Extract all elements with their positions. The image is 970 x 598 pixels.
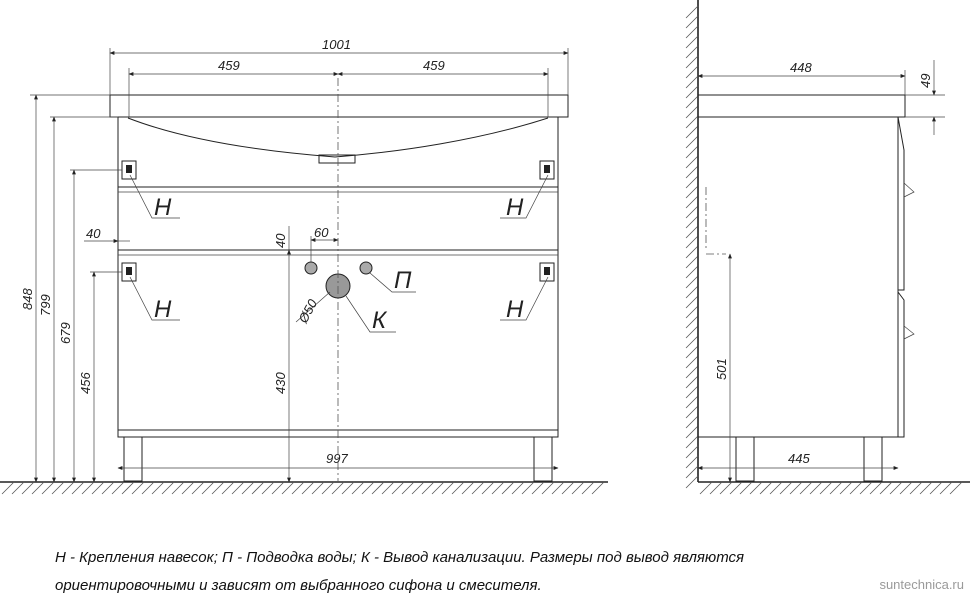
hanger-bracket-top-left — [121, 160, 137, 180]
dim-height-456: 456 — [78, 372, 93, 394]
side-leg-front — [735, 436, 755, 482]
water-pipe-right — [359, 261, 373, 275]
dim-height-430: 430 — [273, 372, 288, 394]
dim-depth: 448 — [790, 60, 812, 75]
label-drain: К — [372, 307, 388, 334]
dim-height-848: 848 — [20, 288, 35, 310]
overflow-drain — [318, 154, 356, 164]
front-countertop — [109, 94, 569, 118]
wall — [685, 0, 699, 489]
watermark: suntechnica.ru — [879, 577, 964, 592]
dim-total-width: 1001 — [322, 37, 351, 52]
side-leg-back — [863, 436, 883, 482]
dim-base-width: 997 — [326, 451, 348, 466]
dim-pipe-spacing: 60 — [314, 225, 329, 240]
floor-front — [0, 481, 608, 495]
side-countertop — [697, 94, 906, 118]
hanger-bracket-top-right — [539, 160, 555, 180]
dim-spacing-40-left: 40 — [86, 226, 101, 241]
dim-height-799: 799 — [38, 294, 53, 316]
dim-spacing-40-mid: 40 — [273, 233, 288, 248]
front-view: Н Н Н Н П К Ø50 1001 459 459 — [20, 37, 569, 483]
dim-height-501: 501 — [714, 358, 729, 380]
floor-side — [698, 481, 970, 495]
basin-bowl — [127, 117, 549, 158]
dim-height-679: 679 — [58, 322, 73, 344]
legend-line-1: Н - Крепления навесок; П - Подводка воды… — [55, 549, 745, 566]
dim-right-half: 459 — [423, 58, 445, 73]
label-hanger-1: Н — [154, 194, 172, 221]
leg-left — [123, 436, 143, 482]
water-pipe-left — [304, 261, 318, 275]
dim-drain-diameter: Ø50 — [295, 296, 321, 326]
label-hanger-3: Н — [154, 296, 172, 323]
label-hanger-4: Н — [506, 296, 524, 323]
dim-left-half: 459 — [218, 58, 240, 73]
label-hanger-2: Н — [506, 194, 524, 221]
hanger-bracket-bottom-left — [121, 262, 137, 282]
side-view: 501 445 448 49 — [697, 60, 945, 483]
label-water: П — [394, 267, 412, 294]
hanger-bracket-bottom-right — [539, 262, 555, 282]
dim-base-depth: 445 — [788, 451, 810, 466]
side-cabinet — [697, 116, 899, 438]
leg-right — [533, 436, 553, 482]
legend-line-2: ориентировочными и зависят от выбранного… — [55, 577, 542, 594]
dim-top-thickness: 49 — [918, 74, 933, 88]
